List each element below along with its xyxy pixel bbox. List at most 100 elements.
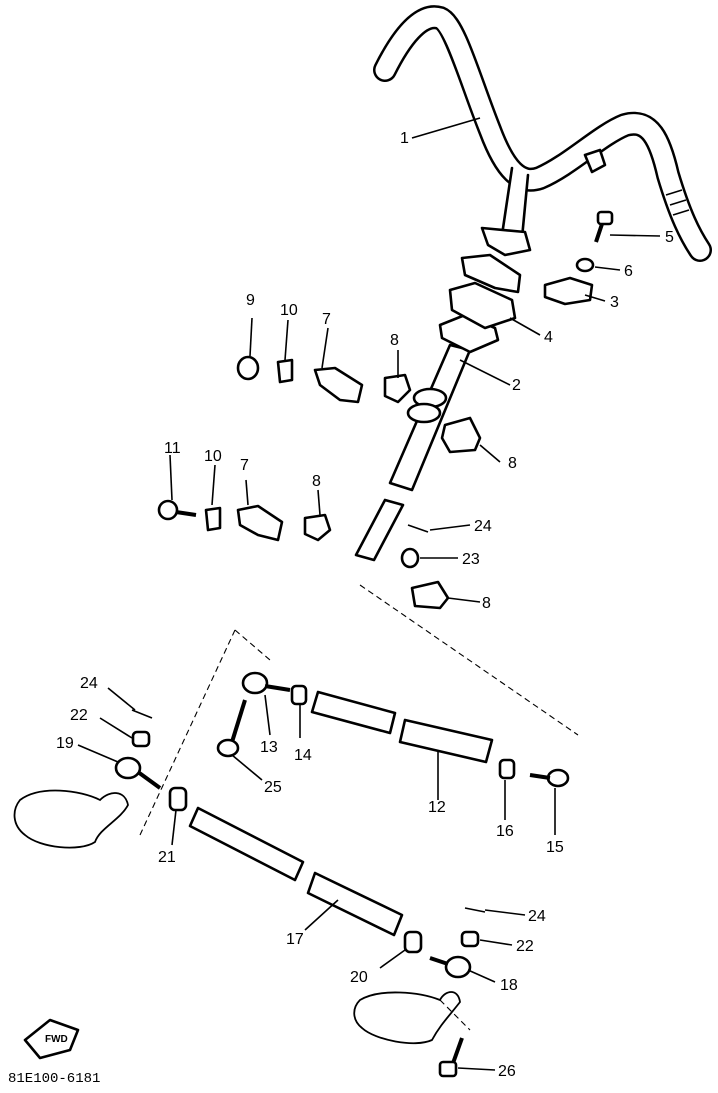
leader-line bbox=[594, 266, 621, 271]
diagram-code: 81E100-6181 bbox=[8, 1071, 100, 1087]
holder-clamp-part bbox=[543, 276, 594, 306]
callout-25: 25 bbox=[264, 779, 282, 796]
nut-part bbox=[168, 786, 188, 812]
callout-11: 11 bbox=[164, 440, 181, 457]
callout-23: 23 bbox=[462, 551, 480, 568]
callout-3: 3 bbox=[610, 294, 619, 311]
leader-line bbox=[264, 694, 271, 736]
tie-rod-part bbox=[188, 806, 305, 882]
nut-part bbox=[460, 930, 480, 948]
bushing-part bbox=[440, 416, 482, 454]
leader-line bbox=[467, 969, 496, 983]
callout-17: 17 bbox=[286, 931, 304, 948]
leader-line bbox=[317, 489, 321, 516]
nut-part bbox=[290, 684, 308, 706]
spacer-part bbox=[276, 358, 294, 384]
nut-part bbox=[498, 758, 516, 780]
bushing-part bbox=[303, 513, 332, 542]
bolt-part bbox=[438, 1037, 464, 1078]
callout-24: 24 bbox=[474, 518, 492, 535]
leader-line bbox=[211, 464, 216, 506]
callout-14: 14 bbox=[294, 747, 312, 764]
spacer-part bbox=[204, 506, 222, 532]
leader-line bbox=[484, 909, 526, 916]
leader-line bbox=[609, 234, 661, 237]
fwd-arrow-icon: FWD bbox=[23, 1018, 80, 1060]
callout-5: 5 bbox=[665, 229, 674, 246]
callout-8: 8 bbox=[482, 595, 491, 612]
rod-end-part bbox=[114, 756, 162, 790]
bolt-part bbox=[594, 210, 614, 243]
callout-4: 4 bbox=[544, 329, 553, 346]
reference-line bbox=[439, 999, 471, 1031]
callout-8: 8 bbox=[312, 473, 321, 490]
rod-end-part bbox=[429, 955, 472, 979]
leader-line bbox=[321, 327, 329, 369]
cotter-pin-part bbox=[131, 709, 153, 719]
leader-line bbox=[169, 454, 173, 501]
callout-21: 21 bbox=[158, 849, 176, 866]
rod-end-part bbox=[241, 671, 291, 695]
leader-line bbox=[107, 687, 136, 711]
fwd-label: FWD bbox=[45, 1034, 68, 1045]
steering-column-part bbox=[354, 343, 472, 562]
leader-line bbox=[479, 939, 513, 946]
leader-line bbox=[429, 524, 471, 531]
callout-24: 24 bbox=[80, 675, 98, 692]
leader-line bbox=[411, 117, 481, 139]
leader-line bbox=[171, 809, 177, 846]
nut-part bbox=[403, 930, 423, 954]
cotter-pin-part bbox=[464, 907, 486, 913]
callout-18: 18 bbox=[500, 977, 518, 994]
bushing-part bbox=[410, 580, 450, 610]
callout-22: 22 bbox=[516, 938, 534, 955]
leader-line bbox=[245, 479, 249, 506]
leader-line bbox=[99, 717, 133, 739]
callout-10: 10 bbox=[204, 448, 222, 465]
callout-22: 22 bbox=[70, 707, 88, 724]
cotter-pin-part bbox=[407, 524, 429, 533]
callout-19: 19 bbox=[56, 735, 74, 752]
column-flange-part bbox=[438, 226, 532, 354]
callout-2: 2 bbox=[512, 377, 521, 394]
bolt-part bbox=[216, 699, 247, 758]
callout-1: 1 bbox=[400, 130, 409, 147]
handlebar-part bbox=[373, 5, 712, 262]
callout-8: 8 bbox=[508, 455, 517, 472]
callout-6: 6 bbox=[624, 263, 633, 280]
collar-part bbox=[400, 547, 420, 569]
reference-line bbox=[139, 629, 236, 836]
leader-line bbox=[509, 317, 541, 336]
leader-line bbox=[304, 899, 339, 931]
callout-13: 13 bbox=[260, 739, 278, 756]
leader-line bbox=[459, 359, 511, 386]
callout-12: 12 bbox=[428, 799, 446, 816]
bracket-part bbox=[236, 504, 284, 542]
knuckle-arm-part bbox=[353, 991, 461, 1045]
bushing-part bbox=[383, 373, 412, 404]
callout-24: 24 bbox=[528, 908, 546, 925]
leader-line bbox=[249, 317, 253, 357]
leader-line bbox=[284, 319, 289, 361]
callout-20: 20 bbox=[350, 969, 368, 986]
callout-8: 8 bbox=[390, 332, 399, 349]
callout-16: 16 bbox=[496, 823, 514, 840]
tie-rod-part bbox=[310, 690, 397, 735]
callout-10: 10 bbox=[280, 302, 298, 319]
knuckle-arm-part bbox=[13, 789, 129, 849]
leader-line bbox=[77, 744, 119, 763]
leader-line bbox=[457, 1067, 496, 1071]
leader-line bbox=[231, 754, 263, 781]
bracket-part bbox=[313, 366, 364, 404]
reference-line bbox=[234, 629, 271, 661]
tie-rod-part bbox=[398, 718, 494, 764]
callout-9: 9 bbox=[246, 292, 255, 309]
reference-line bbox=[359, 584, 579, 736]
collar-part bbox=[236, 355, 260, 381]
bolt-part bbox=[157, 499, 197, 521]
callout-7: 7 bbox=[240, 457, 249, 474]
callout-7: 7 bbox=[322, 311, 331, 328]
rod-end-part bbox=[529, 768, 570, 788]
callout-15: 15 bbox=[546, 839, 564, 856]
